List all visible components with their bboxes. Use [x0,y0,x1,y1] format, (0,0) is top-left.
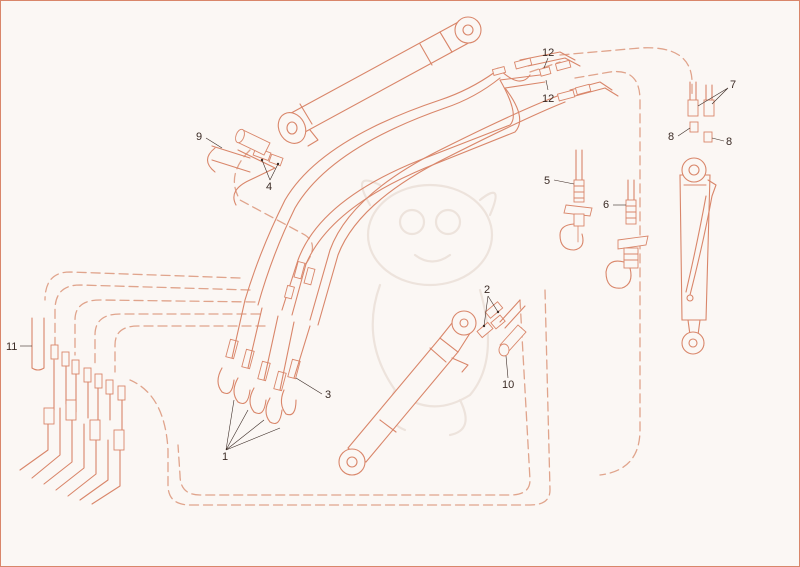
hoses-9 [211,145,251,173]
callout-12-top: 12 [542,47,554,59]
watermark-dragon-icon [360,179,497,437]
quick-coupler-6 [605,179,649,289]
fitting-dots [260,158,500,328]
callouts: 1 2 3 4 5 6 7 8 8 9 10 11 12 12 [6,47,736,463]
callout-12-bottom: 12 [542,93,554,105]
callout-3: 3 [325,389,331,401]
callout-6: 6 [603,199,609,211]
callout-8-left: 8 [668,131,674,143]
quick-coupler-5 [559,149,593,251]
callout-2: 2 [484,284,490,296]
fittings-7-8 [687,81,715,143]
callout-1: 1 [222,451,228,463]
valve-bank-fittings-left [19,344,126,505]
callout-4: 4 [266,181,272,193]
callout-11: 11 [6,341,17,353]
fittings-4 [235,128,284,167]
boom-cylinder-top [277,16,482,147]
callout-10: 10 [502,379,514,391]
callout-7: 7 [730,79,736,91]
callout-8-right: 8 [726,136,732,148]
pipes-11 [31,317,45,371]
dashed-hose-routes [44,47,693,506]
bucket-cylinder-middle [338,310,477,476]
callout-5: 5 [544,175,550,187]
fittings-2-10 [476,299,527,357]
hose-ends-cluster-1-3 [217,260,316,425]
callout-9: 9 [196,131,202,143]
vertical-cylinder-right [679,157,717,355]
fittings-12 [491,57,592,102]
hose-bundle [206,51,619,326]
